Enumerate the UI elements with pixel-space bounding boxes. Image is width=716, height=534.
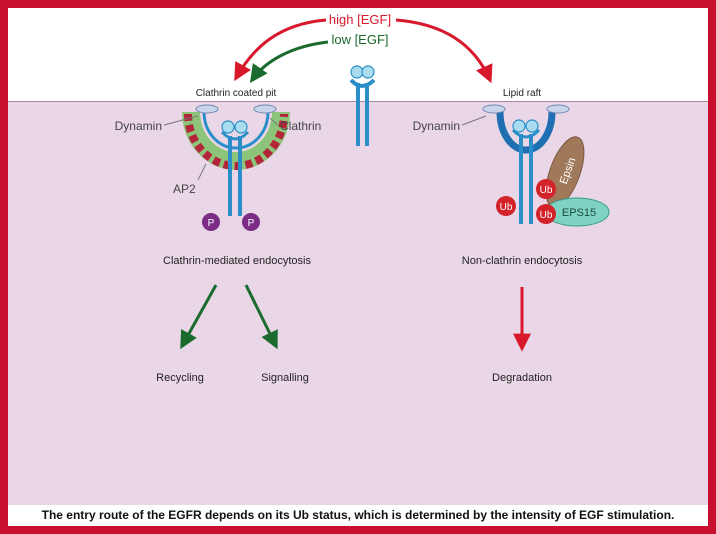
high-egf-arrow-left	[234, 18, 327, 82]
clathrin-coated-pit: P P	[182, 104, 290, 231]
egfr-receptor-head	[220, 130, 250, 141]
clathrin-pathway-label: Clathrin-mediated endocytosis	[163, 255, 311, 267]
free-egfr-receptor	[349, 65, 376, 146]
high-egf-arrow-right	[395, 18, 493, 84]
pit-membrane	[202, 111, 270, 150]
eps15-label: EPS15	[562, 207, 596, 219]
dynamin-label-left: Dynamin	[115, 119, 162, 133]
egf-ligand	[525, 119, 539, 133]
ap2-label: AP2	[173, 182, 196, 196]
dynamin-ring	[253, 104, 277, 114]
egf-ligand	[361, 65, 375, 79]
recycling-label: Recycling	[156, 372, 204, 384]
lipid-raft-title: Lipid raft	[503, 88, 542, 99]
clathrin-pit-title: Clathrin coated pit	[196, 88, 277, 99]
ubiquitin-circle	[536, 204, 556, 224]
egf-ligand	[350, 65, 364, 79]
ubiquitin-label: Ub	[540, 210, 553, 221]
raft-membrane	[496, 111, 556, 154]
clathrin-leader-line	[269, 117, 279, 126]
phosphate-circle	[242, 213, 260, 231]
phosphate-label: P	[248, 218, 255, 229]
egfr-diagram: high [EGF] low [EGF] Clathrin coated pit	[115, 12, 610, 384]
high-egf-label: high [EGF]	[329, 12, 391, 27]
figure-caption: The entry route of the EGFR depends on i…	[41, 508, 675, 522]
signalling-label: Signalling	[261, 372, 309, 384]
phosphate-circle	[202, 213, 220, 231]
egf-ligand	[512, 119, 526, 133]
phosphate-label: P	[208, 218, 215, 229]
recycling-arrow	[180, 284, 218, 350]
dynamin-ring	[482, 104, 506, 114]
degradation-label: Degradation	[492, 372, 552, 384]
egf-ligand	[221, 120, 235, 134]
dynamin-ring	[546, 104, 570, 114]
clathrin-lattice	[184, 113, 288, 170]
dynamin-ring	[195, 104, 219, 114]
low-egf-label: low [EGF]	[331, 32, 388, 47]
ubiquitin-circle	[536, 179, 556, 199]
ubiquitin-label: Ub	[540, 185, 553, 196]
lipid-raft-pit: Epsin EPS15 Ub Ub Ub	[482, 104, 610, 227]
signalling-arrow	[244, 284, 278, 350]
ubiquitin-circle	[496, 196, 516, 216]
cytoplasm-region	[8, 101, 708, 505]
egf-ligand	[234, 120, 248, 134]
low-egf-arrow	[249, 40, 329, 83]
ubiquitin-label: Ub	[500, 202, 513, 213]
clathrin-label: Clathrin	[280, 119, 321, 133]
dynamin-leader-line	[461, 115, 487, 126]
dynamin-leader-line	[163, 115, 199, 126]
dynamin-label-right: Dynamin	[413, 119, 460, 133]
ap2-leader-line	[197, 163, 207, 181]
non-clathrin-pathway-label: Non-clathrin endocytosis	[462, 255, 583, 267]
egfr-receptor-head	[511, 128, 541, 139]
